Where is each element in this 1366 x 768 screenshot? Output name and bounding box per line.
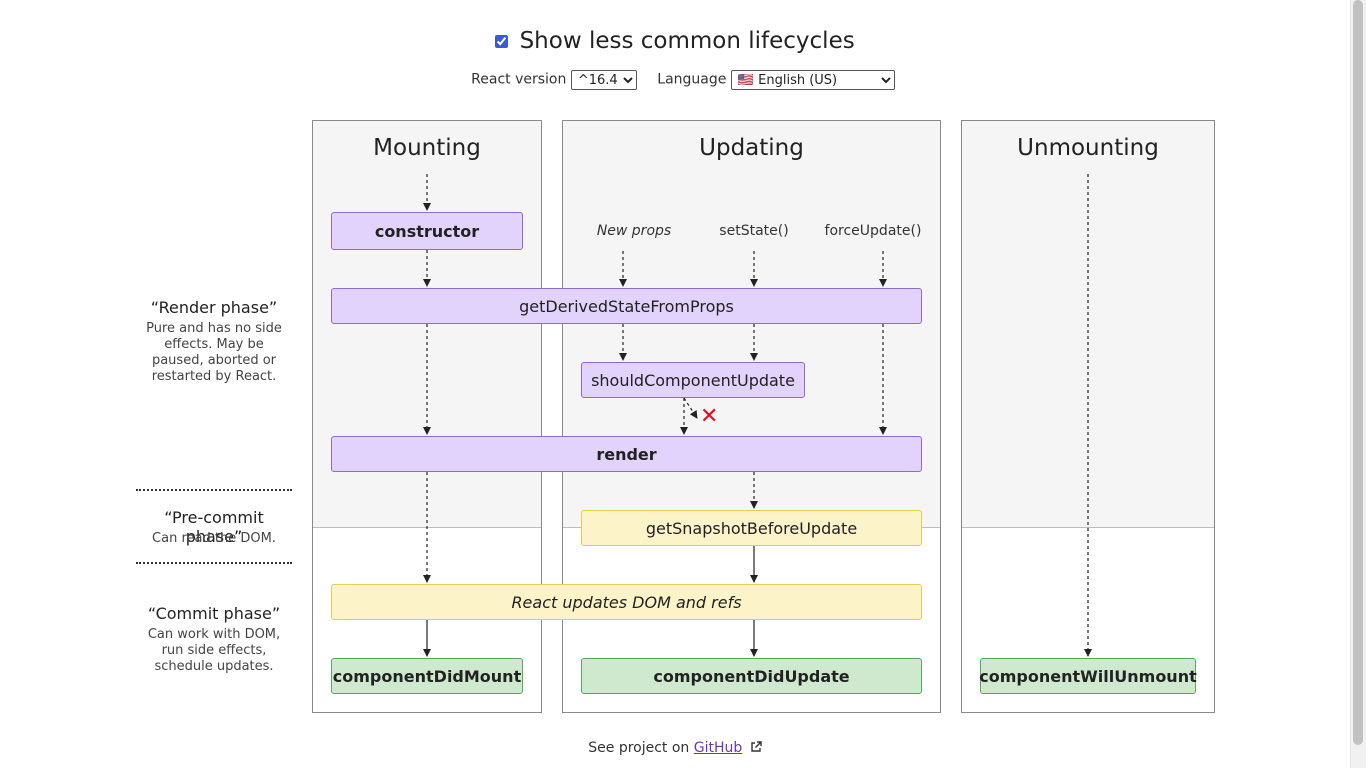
component-did-update-box: componentDidUpdate: [581, 658, 922, 694]
phase-separator: [136, 489, 292, 491]
react-version-select[interactable]: ^16.4: [570, 70, 637, 90]
updating-title: Updating: [699, 135, 804, 161]
react-version-label: React version: [471, 71, 567, 88]
get-snapshot-before-update-box: getSnapshotBeforeUpdate: [581, 510, 922, 546]
mounting-title: Mounting: [373, 135, 481, 161]
show-less-common-label[interactable]: Show less common lifecycles: [519, 28, 855, 54]
render-phase-description: Pure and has no side effects. May be pau…: [146, 321, 282, 384]
controls-bar: React version ^16.4 Language 🇺🇸 English …: [0, 70, 1366, 90]
commit-phase-title: “Commit phase”: [147, 604, 281, 623]
component-did-mount-box: componentDidMount: [331, 658, 523, 694]
render-box: render: [331, 436, 922, 472]
github-link[interactable]: GitHub: [693, 740, 743, 756]
commit-phase-description: Can work with DOM, run side effects, sch…: [147, 627, 281, 674]
footer: See project on GitHub: [0, 740, 1350, 756]
render-phase-title: “Render phase”: [150, 298, 278, 317]
precommit-phase-title: “Pre-commit phase”: [164, 508, 264, 546]
precommit-phase-description: Can read the DOM.: [152, 531, 276, 546]
component-will-unmount-box: componentWillUnmount: [979, 658, 1197, 694]
language-select[interactable]: 🇺🇸 English (US): [730, 70, 895, 90]
set-state-trigger: setState(): [719, 223, 789, 239]
react-updates-dom-box: React updates DOM and refs: [331, 584, 922, 620]
show-less-common-checkbox[interactable]: [495, 35, 509, 48]
new-props-trigger: New props: [596, 223, 672, 239]
get-derived-state-from-props-box: getDerivedStateFromProps: [331, 288, 922, 324]
unmounting-column: Unmounting: [961, 120, 1215, 713]
mounting-column: Mounting: [312, 120, 542, 713]
scrollbar-thumb[interactable]: [1353, 0, 1363, 745]
unmounting-title: Unmounting: [1017, 135, 1159, 161]
should-component-update-box: shouldComponentUpdate: [581, 362, 805, 398]
updating-column: Updating: [562, 120, 941, 713]
external-link-icon[interactable]: [750, 741, 762, 753]
lifecycle-toggle: Show less common lifecycles: [0, 28, 1350, 54]
phase-separator: [136, 562, 292, 564]
footer-prefix: See project on: [588, 740, 690, 756]
force-update-trigger: forceUpdate(): [824, 223, 922, 239]
language-label: Language: [657, 71, 727, 88]
constructor-box: constructor: [331, 212, 523, 250]
stop-cross-icon: ✕: [700, 404, 719, 429]
